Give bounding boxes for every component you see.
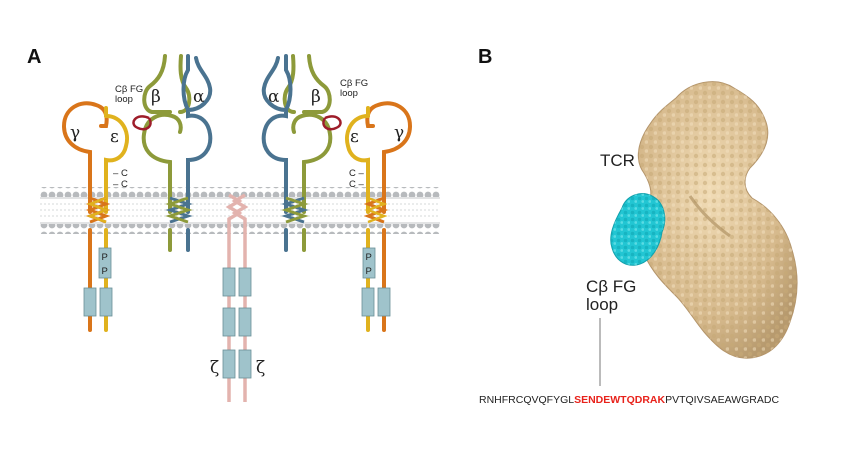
p-label-left-1: P: [102, 252, 108, 263]
cb-fg-loop-left: [132, 115, 152, 131]
cd3-zeta-chain-2: [231, 193, 249, 402]
gamma-label-right: γ: [394, 123, 404, 143]
panel-b-letter: B: [478, 46, 492, 68]
cb-fg-loop-label-2: loop: [586, 295, 618, 314]
zeta-label-1: ζ: [210, 358, 219, 378]
alpha-label-left: α: [193, 87, 205, 107]
itam-gamma-left: [83, 287, 97, 317]
tcr-beta-chain-left: [141, 54, 183, 252]
cys-label-left-1: – C: [113, 168, 128, 179]
p-label-left-2: P: [102, 266, 108, 277]
gamma-label-left: γ: [70, 123, 80, 143]
transmembrane-zigzag-tcr-left: [165, 196, 193, 224]
cb-fg-loop-surface: [610, 193, 666, 266]
cb-fg-loop-sequence: RNHFRCQVQFYGLSENDEWTQDRAKPVTQIVSAEAWGRAD…: [479, 394, 779, 406]
cb-fg-loop-label-1: Cβ FG: [586, 277, 636, 296]
beta-label-left: β: [151, 87, 161, 107]
loop-label-left-1: Cβ FG: [115, 84, 143, 95]
itam-epsilon-left: [99, 287, 113, 317]
p-label-right-2: P: [366, 266, 372, 277]
cys-label-right-2: C –: [349, 179, 365, 190]
tcr-label: TCR: [600, 151, 635, 170]
loop-label-right-1: Cβ FG: [340, 78, 368, 89]
tcr-surface-model: [637, 81, 798, 359]
proline-rich-box-left: [98, 247, 112, 279]
epsilon-label-left: ε: [110, 127, 119, 147]
alpha-label-right: α: [268, 87, 280, 107]
zeta-label-2: ζ: [256, 358, 265, 378]
p-label-right-1: P: [366, 252, 372, 263]
loop-label-right-2: loop: [340, 88, 358, 99]
zeta-itams: [222, 267, 252, 379]
sequence-highlight: SENDEWTQDRAK: [574, 394, 665, 406]
loop-label-left-2: loop: [115, 94, 133, 105]
tcr-beta-chain-right: [291, 54, 333, 252]
tcr-alpha-chain-right: [261, 56, 288, 252]
tcr-alpha-chain-left: [186, 56, 213, 252]
cb-fg-loop-right: [322, 115, 342, 131]
beta-label-right: β: [311, 87, 321, 107]
panel-a-letter: A: [27, 46, 41, 68]
cys-label-right-1: C –: [349, 168, 365, 179]
epsilon-label-right: ε: [350, 127, 359, 147]
cys-label-left-2: – C: [113, 179, 128, 190]
cd3-zeta-chain-1: [225, 193, 243, 402]
